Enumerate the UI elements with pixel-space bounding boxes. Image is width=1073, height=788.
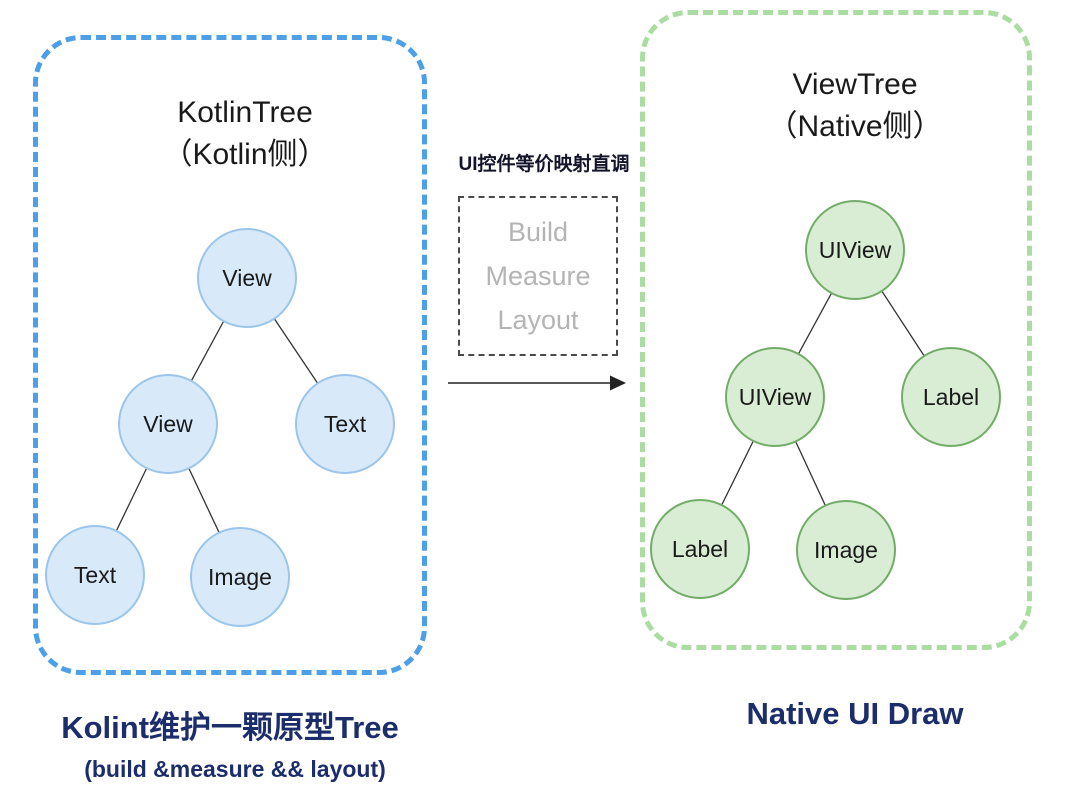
kotlin-caption-line1: Kolint维护一颗原型Tree	[61, 710, 399, 745]
mapping-label: UI控件等价映射直调	[458, 154, 630, 175]
tree-node-text-right: Text	[295, 374, 395, 474]
view-tree-title-line1: ViewTree	[792, 68, 918, 101]
tree-node-image-leaf: Image	[796, 500, 896, 600]
tree-node-view-child: View	[118, 374, 218, 474]
mapping-arrowhead	[610, 375, 626, 391]
tree-node-text-leaf: Text	[45, 525, 145, 625]
tree-node-uiview-child: UIView	[725, 347, 825, 447]
view-tree-title-line2: （Native侧）	[767, 110, 943, 143]
native-caption: Native UI Draw	[746, 696, 964, 731]
tree-node-label-leaf: Label	[650, 499, 750, 599]
view-tree-title: ViewTree （Native侧）	[695, 64, 1015, 148]
kotlin-tree-panel	[33, 35, 427, 675]
step-measure: Measure	[485, 261, 591, 291]
tree-node-image-leaf: Image	[190, 527, 290, 627]
tree-node-uiview-root: UIView	[805, 200, 905, 300]
view-tree-panel	[640, 10, 1032, 650]
build-measure-layout-box: Build Measure Layout	[458, 196, 618, 356]
tree-node-label-right: Label	[901, 347, 1001, 447]
kotlin-caption-line2: (build &measure && layout)	[84, 756, 386, 782]
kotlin-tree-title-line2: （Kotlin侧）	[162, 138, 328, 171]
step-layout: Layout	[497, 305, 579, 335]
kotlin-tree-title-line1: KotlinTree	[177, 96, 313, 129]
tree-node-view-root: View	[197, 228, 297, 328]
kotlin-tree-title: KotlinTree （Kotlin侧）	[85, 92, 405, 176]
step-build: Build	[507, 217, 569, 247]
